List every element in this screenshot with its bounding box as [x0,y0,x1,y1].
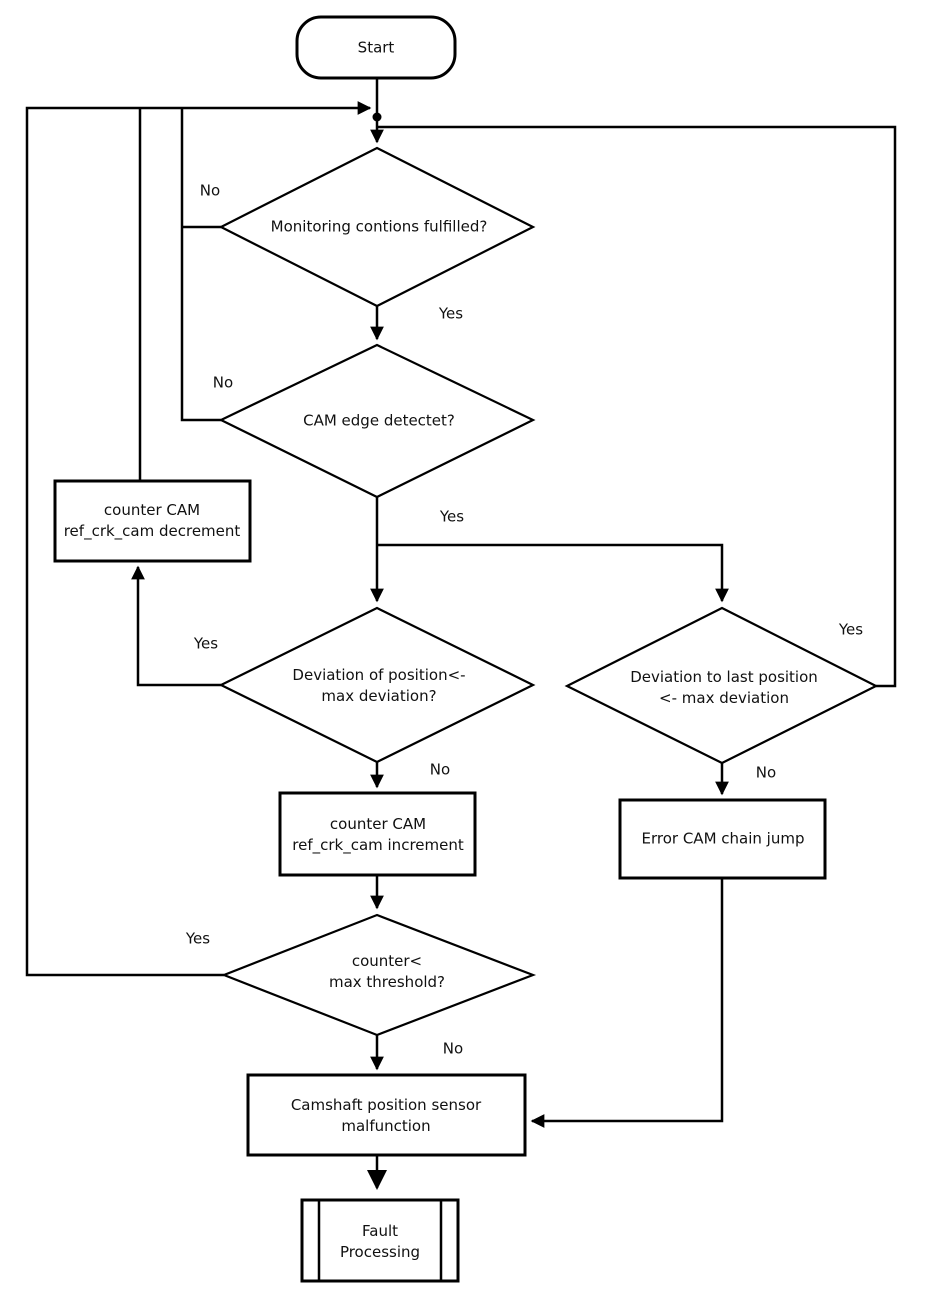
edge-error-to-malfunction [530,878,724,1128]
deviation-position-label: Deviation of position<- max deviation? [292,666,466,705]
deviation-position-yes-label: Yes [193,634,219,653]
start-node-shape [295,15,457,80]
edge-cam-edge-no-return [180,108,221,422]
counter-threshold-yes-label: Yes [185,929,211,948]
monitoring-no-label: No [199,181,221,200]
deviation-last-no-label: No [755,763,777,782]
cam-edge-yes-label: Yes [439,507,465,526]
monitoring-decision-shape [218,146,536,308]
edge-deviation-last-yes-return [377,125,897,688]
counter-threshold-decision-shape [220,913,537,1037]
deviation-position-no-label: No [429,760,451,779]
decrement-label: counter CAM ref_crk_cam decrement [63,501,241,540]
malfunction-process-shape [246,1073,527,1157]
edge-deviation-position-yes-to-decrement [131,565,221,687]
start-label: Start [357,38,395,57]
cam-edge-no-label: No [212,373,234,392]
junction-dot [372,112,382,122]
cam-edge-decision-shape [218,343,536,499]
malfunction-label: Camshaft position sensor malfunction [290,1096,482,1135]
cam-edge-label: CAM edge detectet? [303,411,455,430]
counter-threshold-no-label: No [442,1039,464,1058]
deviation-position-decision-shape [218,606,536,764]
decrement-process-shape [53,479,252,563]
counter-threshold-label: counter< max threshold? [328,952,446,991]
increment-label: counter CAM ref_crk_cam increment [292,815,464,854]
edge-cam-edge-yes-to-deviation-last [377,543,729,603]
deviation-last-label: Deviation to last position <- max deviat… [630,668,818,707]
deviation-last-decision-shape [564,606,879,765]
increment-process-shape [278,791,477,877]
edge-counter-threshold-yes-return [25,101,372,977]
error-jump-label: Error CAM chain jump [641,829,805,848]
deviation-last-yes-label: Yes [838,620,864,639]
error-process-shape [618,798,827,880]
monitoring-yes-label: Yes [438,304,464,323]
monitoring-label: Monitoring contions fulfilled? [270,217,488,236]
fault-predefined-shape [300,1198,460,1283]
fault-label: Fault Processing [339,1222,421,1261]
